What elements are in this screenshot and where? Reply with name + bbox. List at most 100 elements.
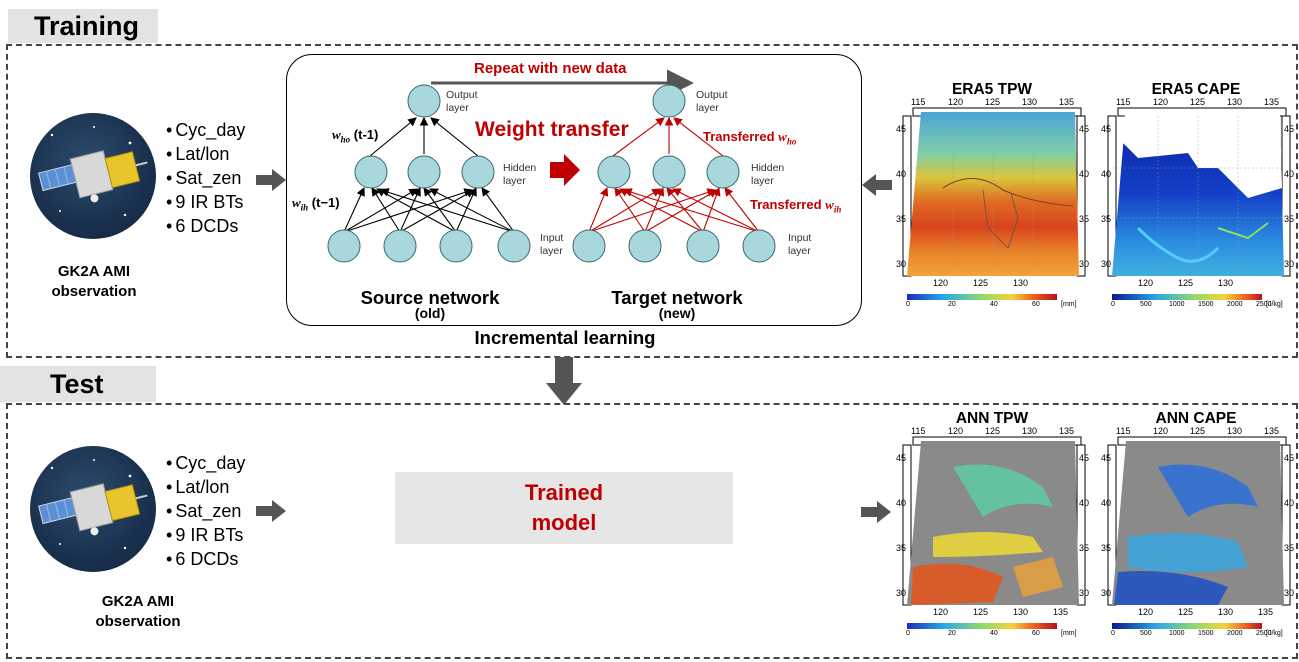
arrow-right-icon — [256, 500, 286, 522]
satellite-caption-training: GK2A AMI observation — [51, 263, 137, 300]
training-input-list: Cyc_day Lat/lon Sat_zen 9 IR BTs 6 DCDs — [166, 118, 245, 238]
lon-tick-bottom: 120 — [933, 278, 949, 288]
colorbar-tick: 20 — [948, 301, 956, 308]
lat-tick: 30 — [1101, 259, 1112, 269]
colorbar-tick: 0 — [1111, 630, 1115, 637]
map-era5-tpw — [893, 98, 1093, 313]
lon-tick-bottom: 125 — [1178, 278, 1194, 288]
lat-tick: 40 — [1284, 169, 1295, 179]
lat-tick: 35 — [1101, 214, 1112, 224]
lon-tick-bottom: 135 — [1258, 607, 1274, 617]
lat-tick: 30 — [1079, 588, 1090, 598]
lon-tick-top: 135 — [1264, 97, 1280, 107]
colorbar-tick: 0 — [906, 630, 910, 637]
lat-tick: 40 — [1101, 169, 1112, 179]
lon-tick-bottom: 125 — [973, 278, 989, 288]
lat-tick: 45 — [1101, 124, 1112, 134]
input-item: 9 IR BTs — [166, 190, 245, 214]
lat-tick: 45 — [896, 124, 907, 134]
lon-tick-bottom: 130 — [1013, 607, 1029, 617]
lat-tick: 45 — [1284, 124, 1295, 134]
input-item: 6 DCDs — [166, 214, 245, 238]
lon-tick-top: 125 — [1190, 97, 1206, 107]
lat-tick: 40 — [896, 169, 907, 179]
lon-tick-bottom: 125 — [973, 607, 989, 617]
incremental-learning-box — [286, 54, 862, 326]
input-item: 9 IR BTs — [166, 523, 245, 547]
colorbar-tick: 500 — [1140, 301, 1152, 308]
input-item: Sat_zen — [166, 166, 245, 190]
lon-tick-top: 115 — [911, 426, 926, 436]
colorbar-unit: [mm] — [1061, 630, 1077, 637]
arrow-right-icon — [256, 169, 286, 191]
map-title: ERA5 CAPE — [1151, 81, 1241, 98]
satellite-icon — [38, 459, 148, 550]
colorbar-tick: 40 — [990, 630, 998, 637]
lon-tick-top: 130 — [1227, 97, 1243, 107]
test-section-label: Test — [0, 366, 156, 402]
lon-tick-top: 120 — [948, 97, 964, 107]
repeat-label: Repeat with new data — [474, 60, 627, 77]
lon-tick-top: 120 — [948, 426, 964, 436]
colorbar-unit: [J/kg] — [1266, 630, 1283, 637]
lon-tick-top: 135 — [1059, 426, 1075, 436]
map-era5-cape — [1098, 98, 1298, 313]
lon-tick-bottom: 125 — [1178, 607, 1194, 617]
lon-tick-top: 135 — [1059, 97, 1075, 107]
colorbar-tick: 0 — [906, 301, 910, 308]
input-item: Cyc_day — [166, 451, 245, 475]
lat-tick: 30 — [896, 588, 907, 598]
lat-tick: 45 — [896, 453, 907, 463]
lon-tick-top: 120 — [1153, 426, 1169, 436]
input-item: Lat/lon — [166, 475, 245, 499]
lat-tick: 40 — [1284, 498, 1295, 508]
source-network-sub: (old) — [414, 305, 446, 321]
lon-tick-top: 125 — [985, 426, 1001, 436]
colorbar-tick: 2500 — [1256, 630, 1272, 637]
lat-tick: 30 — [1284, 259, 1295, 269]
satellite-icon — [38, 126, 148, 217]
lat-tick: 45 — [1101, 453, 1112, 463]
lon-tick-bottom: 130 — [1013, 278, 1029, 288]
lon-tick-top: 115 — [1116, 426, 1131, 436]
arrow-right-icon — [861, 501, 891, 523]
lon-tick-bottom: 120 — [1138, 607, 1154, 617]
lat-tick: 45 — [1284, 453, 1295, 463]
lat-tick: 45 — [1079, 124, 1090, 134]
colorbar-tick: 0 — [1111, 301, 1115, 308]
lat-tick: 40 — [1079, 169, 1090, 179]
lat-tick: 35 — [1079, 543, 1090, 553]
test-input-list: Cyc_day Lat/lon Sat_zen 9 IR BTs 6 DCDs — [166, 451, 245, 571]
lat-tick: 35 — [896, 543, 907, 553]
satellite-image-test — [30, 446, 156, 572]
colorbar-tick: 1500 — [1198, 301, 1214, 308]
lon-tick-bottom: 135 — [1053, 607, 1069, 617]
training-panel — [6, 44, 1298, 358]
lon-tick-top: 130 — [1022, 426, 1038, 436]
target-network-title: Target network — [611, 287, 743, 308]
map-title: ANN TPW — [955, 410, 1029, 427]
target-who-label: Transferred who — [703, 129, 797, 147]
colorbar-tick: 2000 — [1227, 301, 1243, 308]
lon-tick-top: 120 — [1153, 97, 1169, 107]
target-network-sub: (new) — [658, 305, 696, 321]
lon-tick-top: 115 — [1116, 97, 1131, 107]
training-section-label: Training — [8, 9, 158, 43]
lat-tick: 35 — [896, 214, 907, 224]
satellite-image-training — [30, 113, 156, 239]
lat-tick: 35 — [1101, 543, 1112, 553]
colorbar-unit: [mm] — [1061, 301, 1077, 308]
colorbar-tick: 2000 — [1227, 630, 1243, 637]
input-item: Sat_zen — [166, 499, 245, 523]
lat-tick: 35 — [1079, 214, 1090, 224]
colorbar-tick: 60 — [1032, 301, 1040, 308]
colorbar-tick: 1000 — [1169, 630, 1185, 637]
map-ann-tpw — [893, 427, 1093, 642]
map-title: ANN CAPE — [1155, 410, 1237, 427]
